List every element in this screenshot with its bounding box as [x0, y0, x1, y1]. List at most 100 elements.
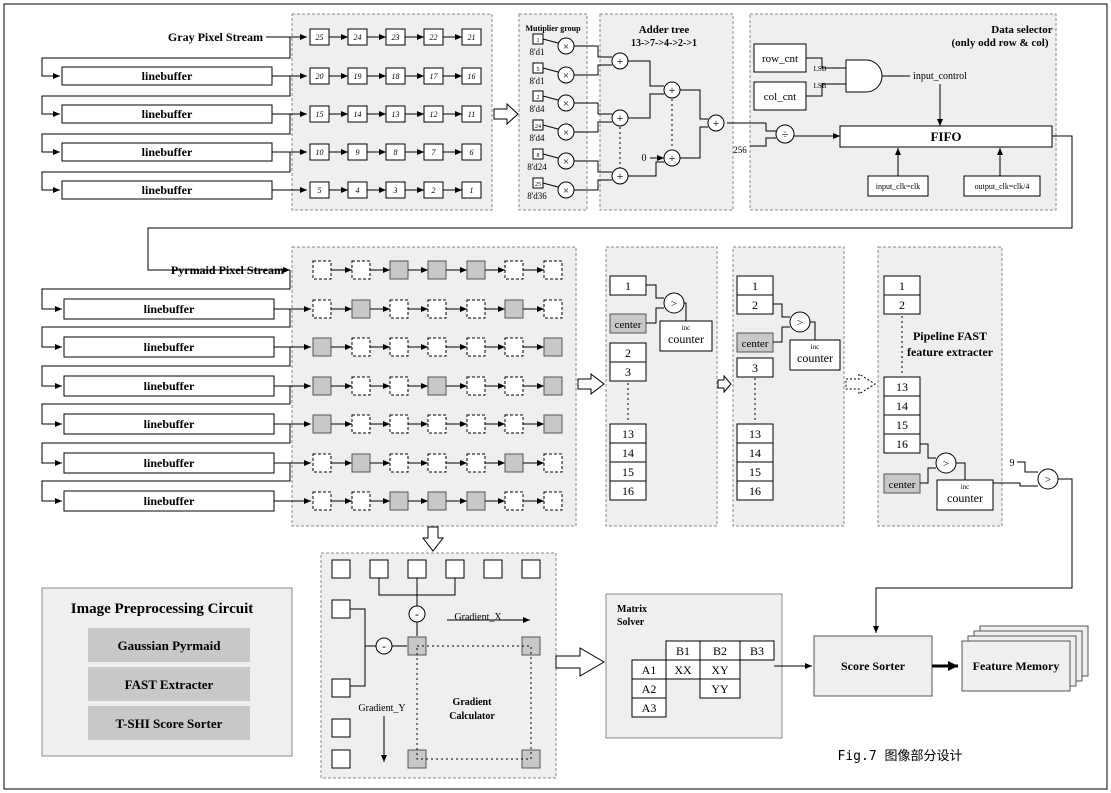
fast-cmp-out — [684, 302, 687, 321]
fast-counter-label: counter — [668, 332, 704, 346]
input-control-label: input_control — [913, 71, 967, 82]
pyramid-pixel-cell — [312, 299, 332, 319]
fast-ring-label: 1 — [625, 279, 631, 293]
linebuffer-label: linebuffer — [144, 417, 195, 431]
selector-title: Data selector — [991, 24, 1053, 36]
row-cnt-label: row_cnt — [762, 53, 798, 65]
gradient-panel — [320, 552, 557, 779]
gray-pixel-index: 7 — [432, 148, 437, 157]
mult-in-wire — [542, 124, 559, 130]
pyramid-pixel-cell — [427, 453, 447, 473]
linebuffer-feed-wire — [41, 386, 291, 427]
pyramid-pixel-cell — [466, 414, 486, 434]
fast-ring-label: 2 — [625, 346, 631, 360]
output-clk-box — [963, 175, 1041, 197]
adder-l1-wire-b — [574, 179, 612, 191]
gray-pixel-index: 2 — [432, 186, 436, 195]
gray-pixel-index: 17 — [430, 72, 439, 81]
pyramid-pixel-cell — [543, 376, 563, 396]
legend-item-gaussian — [88, 628, 250, 662]
linebuffer-label: linebuffer — [142, 69, 193, 83]
gradient-left-cell — [331, 718, 351, 738]
mult-index: 24 — [535, 124, 541, 130]
hollow-arrow-3 — [717, 374, 732, 394]
gray-pixel-cell — [461, 67, 482, 85]
pyramid-pixel-cell — [466, 491, 486, 511]
adder-zero: 0 — [642, 153, 647, 164]
adder-sign: + — [617, 111, 624, 125]
gray-pixel-index: 19 — [354, 72, 362, 81]
fast-ring-label: 14 — [749, 446, 761, 460]
pyramid-pixel-cell — [389, 260, 409, 280]
gray-pixel-index: 1 — [470, 186, 474, 195]
fast-ring-label: 3 — [752, 361, 758, 375]
adder-l1-wire-a — [574, 102, 612, 115]
linebuffer-feed-wire — [41, 309, 291, 350]
mult-in-wire — [542, 95, 559, 101]
gray-pixel-index: 23 — [392, 33, 400, 42]
pyramid-pixel-cell — [427, 337, 447, 357]
pyramid-pixel-cell — [427, 260, 447, 280]
fast-ring-label: 14 — [622, 446, 634, 460]
gray-pixel-index: 18 — [392, 72, 400, 81]
counter3-out — [993, 482, 1038, 487]
linebuffer-label: linebuffer — [144, 302, 195, 316]
pyramid-pixel-cell — [466, 337, 486, 357]
const-256: 256 — [733, 145, 747, 155]
fast-cmp-in-a — [773, 303, 790, 318]
mult-coef: 8'd36 — [527, 191, 547, 201]
fast-counter-box — [789, 339, 841, 371]
gradient-y-in — [350, 608, 366, 687]
fast-compare-sign: > — [797, 317, 803, 329]
linebuffer-label: linebuffer — [144, 456, 195, 470]
matrix-cell-label: A1 — [642, 663, 657, 677]
multiplier-sign: × — [563, 41, 569, 53]
legend-item-fast-label: FAST Extracter — [125, 677, 214, 692]
gray-pixel-index: 4 — [356, 186, 360, 195]
fast-counter-inc: inc — [811, 343, 820, 351]
divider-op — [775, 124, 795, 144]
gray-stream-label: Gray Pixel Stream — [168, 30, 263, 44]
fast-ring-label: 15 — [749, 465, 761, 479]
gray-pixel-index: 12 — [430, 110, 438, 119]
fast-title-1: Pipeline FAST — [913, 329, 987, 343]
gray-pixel-index: 10 — [316, 148, 324, 157]
mult-index: 8 — [537, 153, 540, 159]
pyramid-pixel-cell — [543, 337, 563, 357]
fast-ring-label: 1 — [752, 279, 758, 293]
pyramid-pixel-cell — [504, 299, 524, 319]
matrix-cell-label: YY — [711, 682, 729, 696]
fast-cmp-out — [810, 321, 816, 340]
final-compare-sign: > — [1045, 474, 1051, 486]
gray-pixel-index: 13 — [392, 110, 400, 119]
pyramid-pixel-cell — [466, 453, 486, 473]
mult-in-wire — [542, 38, 559, 44]
pyramid-pixel-cell — [466, 260, 486, 280]
legend-item-shi — [88, 706, 250, 740]
fast-ring-cell — [609, 480, 647, 501]
col-wire — [806, 83, 846, 97]
fast-compare-sign: > — [943, 458, 949, 470]
fast-cmp-in-a — [920, 443, 936, 459]
fast-ring-label: 13 — [622, 427, 634, 441]
fast-ring-cell — [883, 294, 921, 315]
linebuffer-label: linebuffer — [144, 494, 195, 508]
legend-item-gaussian-label: Gaussian Pyrmaid — [118, 638, 222, 653]
fifo-label: FIFO — [930, 129, 961, 144]
adder-l2-wire — [628, 93, 664, 119]
gray-pixel-index: 24 — [354, 33, 362, 42]
mult-index: 25 — [535, 182, 541, 188]
fast-compare-sign: > — [671, 298, 677, 310]
pyramid-pixel-cell — [389, 453, 409, 473]
fast-ring-cell — [736, 357, 774, 378]
pyramid-pixel-cell — [312, 453, 332, 473]
matrix-cell-label: B1 — [676, 644, 690, 658]
pyramid-pixel-cell — [351, 299, 371, 319]
pyramid-pixel-cell — [543, 260, 563, 280]
mult-coef: 8'd24 — [527, 162, 547, 172]
pyramid-pixel-cell — [312, 414, 332, 434]
fast-nine: 9 — [1010, 458, 1015, 469]
matrix-cell — [631, 697, 667, 718]
fast-counter-inc: inc — [961, 483, 970, 491]
adder-sign: + — [617, 169, 624, 183]
